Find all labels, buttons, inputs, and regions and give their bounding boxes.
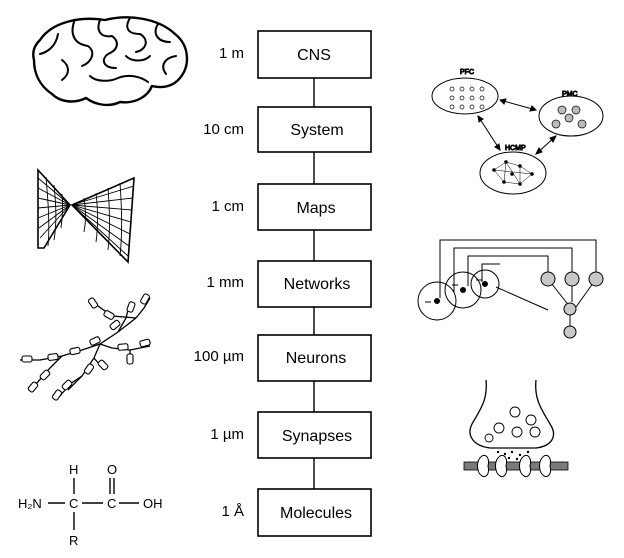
level-box — [257, 334, 372, 382]
level-box — [257, 488, 372, 537]
brain-icon — [32, 16, 189, 107]
level-molecules: Molecules 1 Å — [221, 488, 372, 537]
level-label: CNS — [297, 47, 331, 64]
level-networks: Networks 1 mm — [207, 260, 372, 308]
level-box — [257, 106, 372, 153]
pmc-label: PMC — [562, 91, 578, 98]
dendrite-icon — [20, 293, 151, 401]
atom-c-alpha: C — [69, 496, 78, 511]
atom-c-carbonyl: C — [107, 496, 116, 511]
level-synapses: Synapses 1 µm — [210, 411, 372, 459]
level-box — [257, 183, 372, 231]
atom-oh: OH — [143, 496, 163, 511]
atom-r: R — [69, 533, 78, 548]
topographic-map-icon — [37, 167, 135, 264]
scale-label: 1 µm — [210, 426, 244, 443]
scale-label: 1 mm — [207, 274, 245, 291]
scale-label: 100 µm — [194, 348, 244, 365]
network-icon — [417, 239, 604, 339]
atom-h: H — [69, 462, 78, 477]
level-cns: CNS 1 m — [219, 30, 372, 79]
amino-acid-icon: H O H₂N C C OH R — [18, 462, 163, 548]
pfc-label: PFC — [460, 69, 474, 76]
atom-h2n: H₂N — [18, 496, 42, 511]
level-neurons: Neurons 100 µm — [194, 334, 372, 382]
system-diagram-icon: PFC PMC HCMP — [431, 69, 604, 195]
scale-label: 1 m — [219, 45, 244, 62]
level-box — [257, 411, 372, 459]
level-maps: Maps 1 cm — [211, 183, 372, 231]
scale-label: 10 cm — [203, 121, 244, 138]
level-box — [257, 30, 372, 79]
level-label: Neurons — [286, 350, 346, 367]
level-box — [257, 260, 372, 308]
hcmp-label: HCMP — [505, 145, 526, 152]
atom-o: O — [107, 462, 117, 477]
level-label: Molecules — [280, 505, 352, 522]
synapse-icon — [463, 379, 569, 477]
level-system: System 10 cm — [203, 106, 372, 153]
level-label: Maps — [296, 200, 335, 217]
scale-label: 1 Å — [221, 503, 244, 520]
level-label: Synapses — [282, 428, 352, 445]
level-label: System — [290, 122, 343, 139]
level-label: Networks — [284, 276, 351, 293]
scale-label: 1 cm — [211, 198, 244, 215]
